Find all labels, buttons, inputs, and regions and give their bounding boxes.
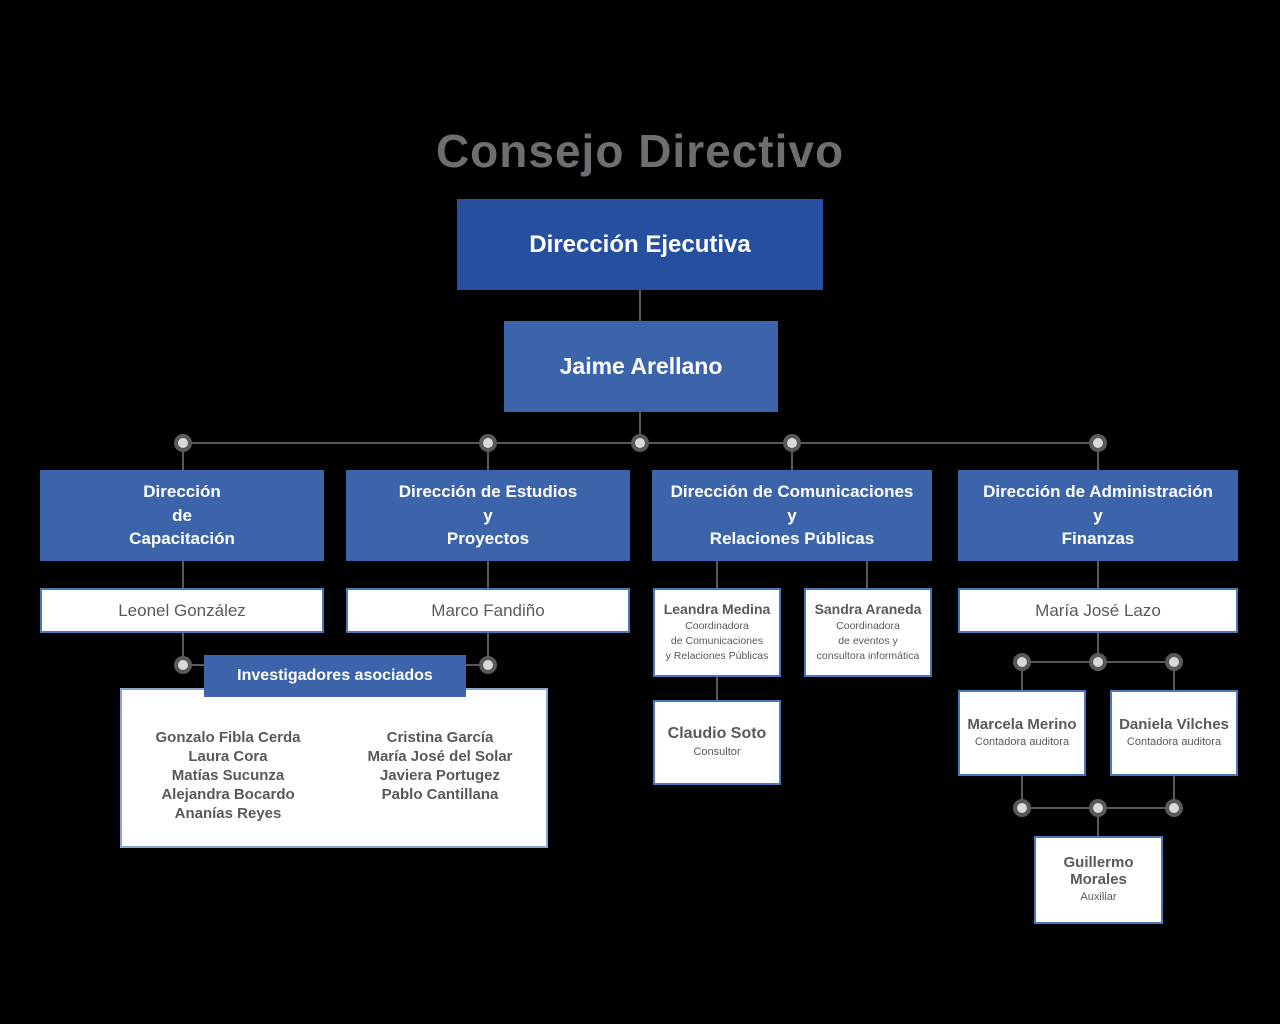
branch-label-line: Dirección de Administración: [983, 482, 1213, 502]
person-role: Contadora auditora: [1126, 735, 1222, 748]
investigator-name: Gonzalo Fibla Cerda: [155, 729, 301, 746]
connector-node: [1013, 799, 1031, 817]
person-name: Marcela Merino: [967, 715, 1077, 733]
card-guillermo-morales: Guillermo Morales Auxiliar: [1034, 836, 1163, 924]
head-leonel-gonzalez: Leonel González: [40, 588, 324, 633]
card-claudio-soto: Claudio Soto Consultor: [653, 700, 781, 785]
person-role: Coordinadora de eventos y consultora inf…: [817, 619, 920, 663]
head-maria-jose-lazo: María José Lazo: [958, 588, 1238, 633]
connector-node: [631, 434, 649, 452]
person-name: Sandra Araneda: [814, 601, 922, 618]
connector-node: [1089, 799, 1107, 817]
person-name: Daniela Vilches: [1119, 715, 1229, 733]
card-marcela-merino: Marcela Merino Contadora auditora: [958, 690, 1086, 776]
node-jaime-arellano: Jaime Arellano: [504, 321, 778, 412]
connector-node: [174, 434, 192, 452]
branch-label-line: y: [1093, 505, 1103, 525]
person-role: Auxiliar: [1080, 891, 1117, 904]
connector-node: [1165, 653, 1183, 671]
investigator-name: Alejandra Bocardo: [161, 786, 295, 803]
investigadores-panel: Gonzalo Fibla Cerda Laura Cora Matías Su…: [120, 688, 548, 848]
role-line: Coordinadora: [685, 620, 749, 633]
person-name: Guillermo Morales: [1063, 854, 1134, 889]
head-marco-fandino: Marco Fandiño: [346, 588, 630, 633]
investigator-name: Pablo Cantillana: [381, 786, 499, 803]
card-leandra-medina: Leandra Medina Coordinadora de Comunicac…: [653, 588, 781, 677]
branch-label-line: y: [787, 505, 797, 525]
connector-node: [1013, 653, 1031, 671]
connector-node: [1089, 653, 1107, 671]
branch-label-line: Capacitación: [129, 529, 235, 549]
investigator-name: Matías Sucunza: [171, 767, 285, 784]
branch-label-line: Proyectos: [446, 529, 530, 549]
connector-node: [479, 434, 497, 452]
role-line: consultora informática: [816, 649, 920, 662]
person-role: Contadora auditora: [974, 735, 1070, 748]
investigator-name: María José del Solar: [367, 748, 513, 765]
branch-label-line: Finanzas: [1061, 529, 1135, 549]
person-role: Coordinadora de Comunicaciones y Relacio…: [666, 619, 769, 663]
role-line: Coordinadora: [836, 620, 900, 633]
person-name: María José Lazo: [1035, 600, 1161, 620]
node-direccion-ejecutiva: Dirección Ejecutiva: [457, 199, 823, 290]
branch-label-line: y: [483, 505, 493, 525]
investigator-name: Ananías Reyes: [174, 805, 282, 822]
node-label: Dirección Ejecutiva: [529, 230, 751, 258]
branch-label-line: Dirección: [143, 482, 221, 502]
connector-node: [783, 434, 801, 452]
investigadores-column-1: Gonzalo Fibla Cerda Laura Cora Matías Su…: [122, 728, 334, 846]
connector-node: [479, 656, 497, 674]
investigator-name: Laura Cora: [188, 748, 268, 765]
connector-nodes: [174, 434, 1183, 817]
connector-node: [1165, 799, 1183, 817]
person-name: Claudio Soto: [667, 724, 767, 742]
branch-label-line: Dirección de Estudios: [398, 482, 578, 502]
branch-label-line: Dirección de Comunicaciones: [670, 482, 914, 502]
branch-comunicaciones-rrpp: Dirección de Comunicaciones y Relaciones…: [652, 470, 932, 561]
node-label: Jaime Arellano: [559, 353, 723, 379]
section-label: Investigadores asociados: [237, 667, 433, 684]
branch-administracion-finanzas: Dirección de Administración y Finanzas: [958, 470, 1238, 561]
card-daniela-vilches: Daniela Vilches Contadora auditora: [1110, 690, 1238, 776]
role-line: de Comunicaciones: [670, 635, 764, 648]
branch-estudios-proyectos: Dirección de Estudios y Proyectos: [346, 470, 630, 561]
investigator-name: Javiera Portugez: [379, 767, 501, 784]
investigadores-column-2: Cristina García María José del Solar Jav…: [334, 728, 546, 846]
person-name: Marco Fandiño: [431, 600, 545, 620]
branch-label-line: de: [172, 505, 192, 525]
role-line: de eventos y: [838, 635, 898, 648]
card-sandra-araneda: Sandra Araneda Coordinadora de eventos y…: [804, 588, 932, 677]
person-name: Leonel González: [118, 600, 246, 620]
connector-node: [1089, 434, 1107, 452]
chart-title: Consejo Directivo: [435, 125, 845, 177]
branch-capacitacion: Dirección de Capacitación: [40, 470, 324, 561]
branch-label-line: Relaciones Públicas: [709, 529, 875, 549]
role-line: y Relaciones Públicas: [665, 649, 769, 662]
person-role: Consultor: [693, 745, 741, 758]
investigator-name: Cristina García: [386, 729, 494, 746]
person-name: Leandra Medina: [663, 601, 771, 618]
investigadores-header: Investigadores asociados: [204, 655, 466, 697]
connector-node: [174, 656, 192, 674]
